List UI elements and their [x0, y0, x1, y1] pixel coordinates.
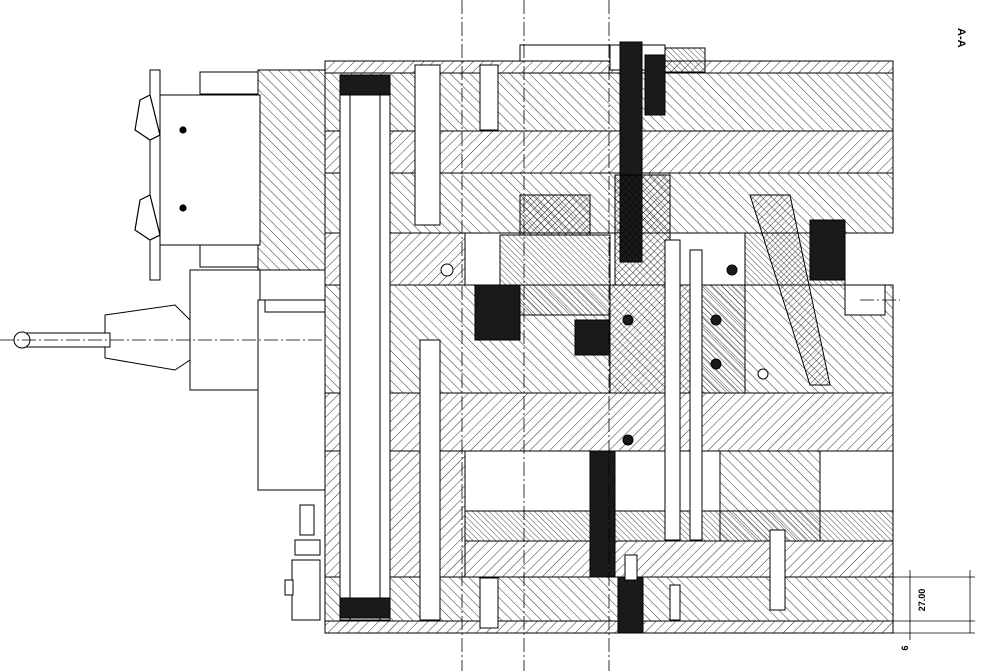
side-clamp-block: [149, 69, 326, 281]
section-label: A-A: [955, 28, 967, 48]
dimension-small-label: 6: [900, 645, 910, 650]
dimension-height-label: 27.00: [917, 589, 927, 612]
ejector-pins: [624, 239, 786, 621]
guide-pillar-left: [339, 74, 391, 621]
latch-hooks: [134, 94, 187, 241]
dimension-lines: [893, 570, 975, 640]
guide-bolts: [414, 64, 499, 629]
fastener-heads: [440, 263, 769, 446]
hydraulic-cylinder: [13, 269, 326, 491]
valve-assembly: [284, 504, 321, 621]
slide-inserts: [474, 174, 886, 394]
center-lines: [0, 0, 900, 671]
